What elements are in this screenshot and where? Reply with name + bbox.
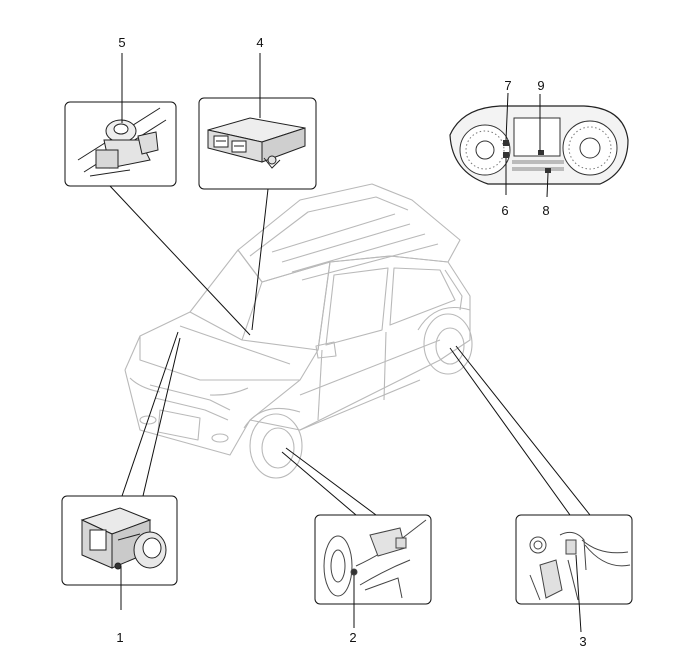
callout-9: 9 (537, 78, 544, 93)
callout-4: 4 (256, 35, 263, 50)
callout-3: 3 (579, 634, 586, 649)
callout-labels: 5 4 7 9 6 8 1 2 3 (116, 35, 586, 649)
instrument-cluster (449, 92, 629, 198)
callout-5: 5 (118, 35, 125, 50)
callout-1: 1 (116, 630, 123, 645)
inset-steering-angle-sensor (64, 101, 177, 187)
callout-7: 7 (504, 78, 511, 93)
callout-8: 8 (542, 203, 549, 218)
callout-2: 2 (349, 630, 356, 645)
callout-6: 6 (501, 203, 508, 218)
inset-airbag-control-module (198, 97, 317, 190)
inset-abs-module (61, 495, 178, 610)
leader-lines (109, 185, 591, 516)
vehicle-illustration (124, 183, 473, 479)
inset-rear-wheel-speed-sensor (515, 514, 633, 633)
callout-stubs (121, 53, 261, 123)
inset-front-wheel-speed-sensor (314, 514, 432, 628)
